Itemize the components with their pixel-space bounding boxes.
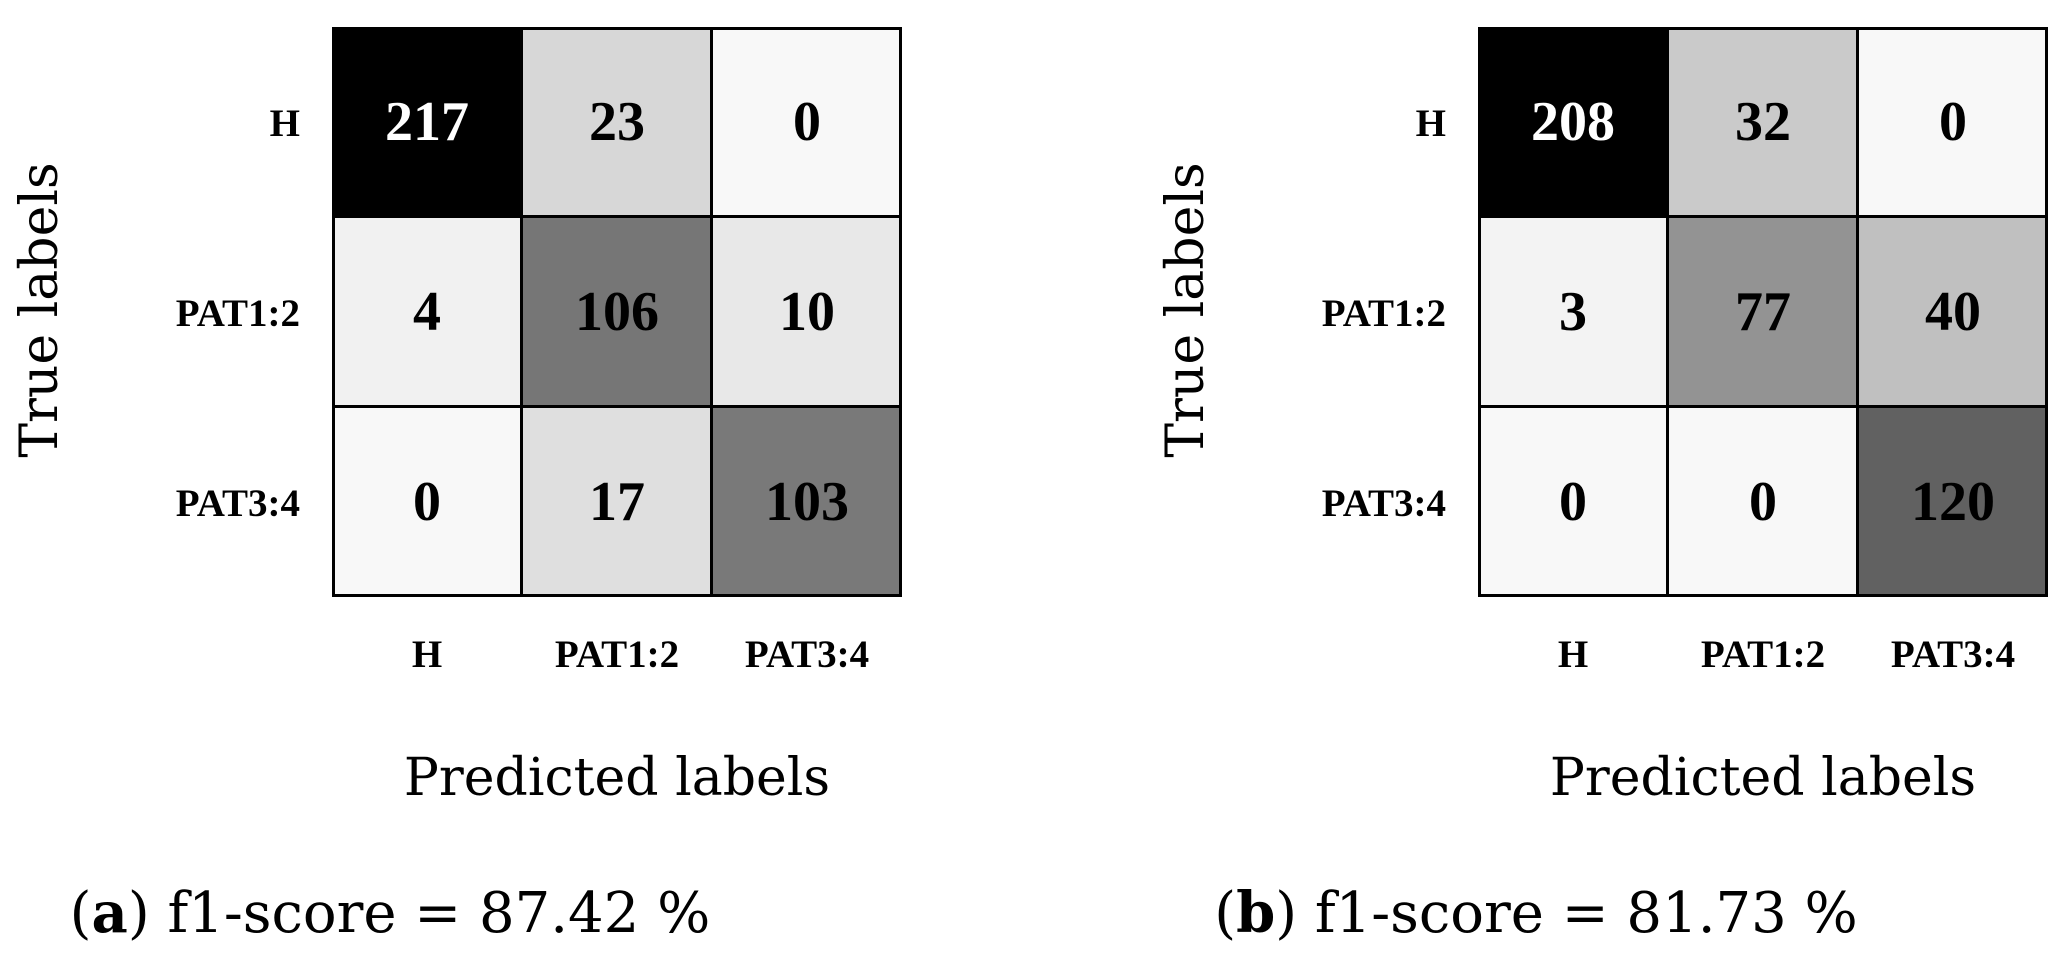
cell-pat1-2-h: 3 [1478, 217, 1668, 407]
cell-pat1-2-pat1-2: 77 [1668, 217, 1858, 407]
cell-h-pat3-4: 0 [1858, 27, 2048, 217]
cell-pat1-2-pat1-2: 106 [522, 217, 712, 407]
col-label-pat1-2: PAT1:2 [554, 633, 680, 676]
row-label-h: H [1415, 102, 1446, 145]
col-label-pat3-4: PAT3:4 [1890, 633, 2016, 676]
grid-line [520, 27, 523, 597]
cell-pat3-4-pat3-4: 120 [1858, 407, 2048, 597]
grid-line [1478, 215, 2048, 218]
grid-line [710, 27, 713, 597]
cell-pat3-4-pat1-2: 17 [522, 407, 712, 597]
heatmap-grid: 208 32 0 3 77 40 0 0 120 [1478, 27, 2048, 597]
grid-line [332, 215, 902, 218]
cell-h-pat1-2: 32 [1668, 27, 1858, 217]
caption-text: f1-score = 81.73 % [1314, 881, 1858, 946]
row-label-pat3-4: PAT3:4 [1321, 482, 1446, 525]
col-label-h: H [1557, 633, 1589, 676]
cell-h-pat3-4: 0 [712, 27, 902, 217]
col-label-pat3-4: PAT3:4 [744, 633, 870, 676]
cell-pat3-4-h: 0 [1478, 407, 1668, 597]
row-label-pat1-2: PAT1:2 [1321, 292, 1446, 335]
col-label-pat1-2: PAT1:2 [1700, 633, 1826, 676]
cell-pat1-2-h: 4 [332, 217, 522, 407]
x-axis-label: Predicted labels [1549, 748, 1977, 808]
confusion-matrix-panel-b: True labels H PAT1:2 PAT3:4 208 32 0 3 7… [1146, 0, 2066, 961]
cell-pat3-4-pat3-4: 103 [712, 407, 902, 597]
col-label-h: H [411, 633, 443, 676]
x-axis-label: Predicted labels [403, 748, 831, 808]
caption-text: f1-score = 87.42 % [167, 881, 711, 946]
cell-pat1-2-pat3-4: 10 [712, 217, 902, 407]
caption-letter: b [1236, 880, 1276, 946]
cell-pat3-4-pat1-2: 0 [1668, 407, 1858, 597]
caption: (b) f1-score = 81.73 % [1214, 880, 1858, 946]
caption-letter: a [91, 880, 128, 946]
cell-pat3-4-h: 0 [332, 407, 522, 597]
grid-line [332, 405, 902, 408]
cell-h-h: 208 [1478, 27, 1668, 217]
heatmap-grid: 217 23 0 4 106 10 0 17 103 [332, 27, 902, 597]
row-label-h: H [269, 102, 300, 145]
grid-line [1478, 405, 2048, 408]
row-label-pat1-2: PAT1:2 [175, 292, 300, 335]
row-label-pat3-4: PAT3:4 [175, 482, 300, 525]
caption: (a) f1-score = 87.42 % [69, 880, 711, 946]
cell-pat1-2-pat3-4: 40 [1858, 217, 2048, 407]
cell-h-pat1-2: 23 [522, 27, 712, 217]
confusion-matrix-panel-a: True labels H PAT1:2 PAT3:4 217 23 0 4 1… [0, 0, 1000, 961]
cell-h-h: 217 [332, 27, 522, 217]
grid-line [1856, 27, 1859, 597]
grid-line [1666, 27, 1669, 597]
